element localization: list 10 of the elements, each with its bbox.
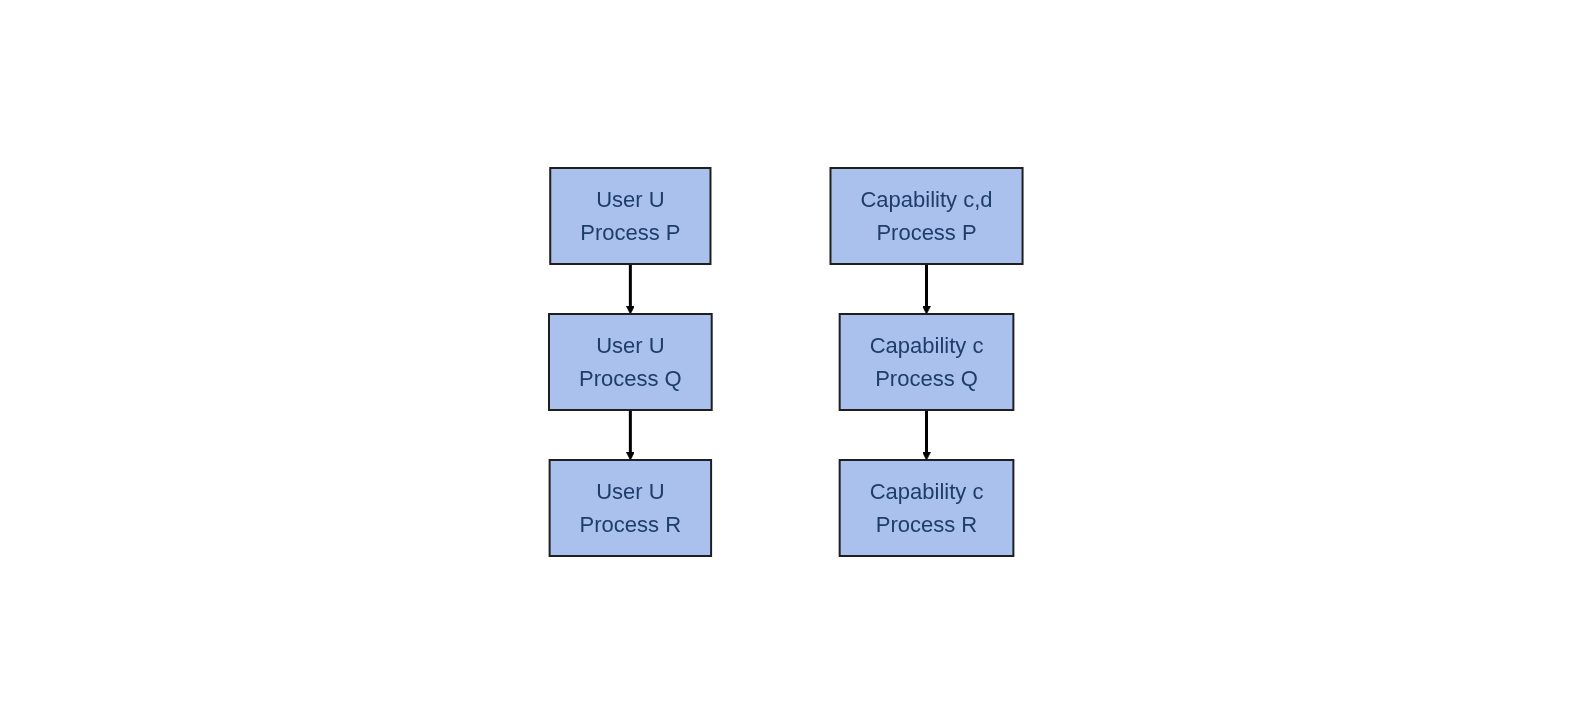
node-box: Capability c,d Process P: [829, 167, 1024, 265]
node-box: User U Process Q: [548, 313, 713, 411]
node-box: User U Process R: [548, 459, 713, 557]
node-box: User U Process P: [549, 167, 712, 265]
arrow: [922, 264, 932, 315]
node-box: Capability c Process R: [838, 459, 1015, 557]
arrow: [626, 410, 635, 461]
node-box: Capability c Process Q: [838, 313, 1015, 411]
arrow: [922, 410, 932, 461]
arrow: [626, 264, 635, 315]
